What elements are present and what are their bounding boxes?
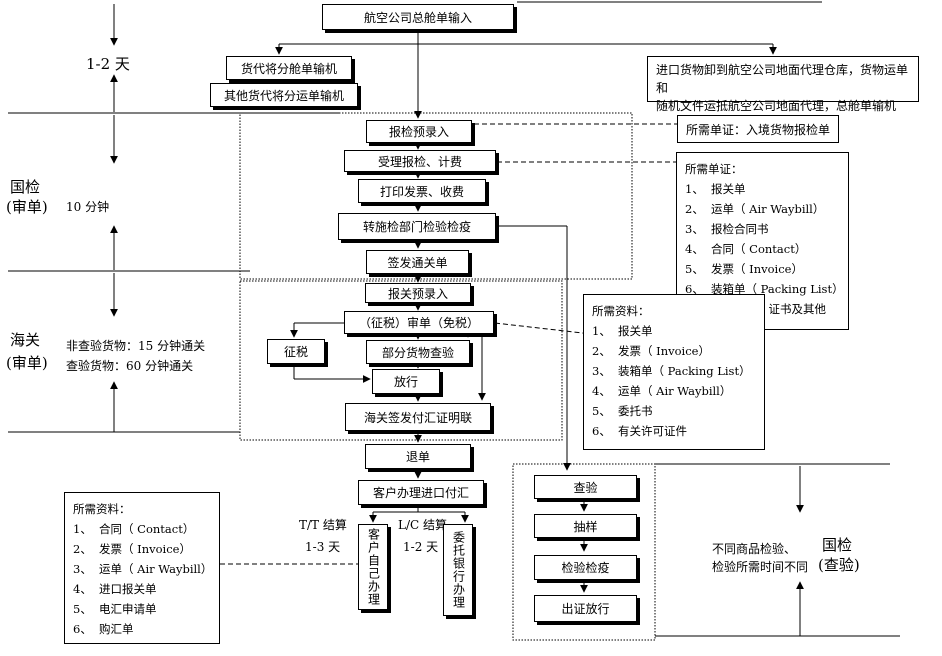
unload-line-2: 随机文件运抵航空公司地面代理，总舱单输机	[656, 99, 897, 113]
side-quarantine-1: 国检	[822, 536, 853, 554]
label-lc: L/C 结算	[398, 518, 448, 532]
step-certify-release: 出证放行	[534, 595, 637, 622]
side-inspection-2: (审单)	[6, 198, 48, 216]
list-item: 3、运单（ Air Waybill）	[73, 562, 213, 576]
list-item: 4、合同（ Contact）	[685, 242, 807, 256]
node-forwarder-1: 货代将分舱单输机	[226, 56, 352, 80]
customs-doc-list: 所需资料： 1、报关单 2、发票（ Invoice） 3、装箱单（ Packin…	[583, 294, 765, 450]
step-quarantine-test: 检验检疫	[534, 555, 637, 580]
list-item: 5、委托书	[592, 404, 653, 418]
unload-line-1: 进口货物卸到航空公司地面代理仓库，货物运单和	[656, 63, 909, 95]
step-pre-entry: 报检预录入	[366, 120, 472, 143]
time-customs-1: 非查验货物：15 分钟通关	[66, 339, 206, 353]
side-quarantine-2: (查验)	[818, 556, 860, 574]
node-bank-handle: 委托银行办理	[443, 524, 473, 616]
quarantine-note-1: 不同商品检验、	[712, 542, 797, 556]
step-tax: 征税	[267, 339, 325, 364]
list-item: 1、合同（ Contact）	[73, 522, 195, 536]
step-check: 查验	[534, 475, 637, 499]
step-invoice: 打印发票、收费	[358, 179, 486, 203]
list-item: 3、装箱单（ Packing List）	[592, 364, 751, 378]
list-item: 4、进口报关单	[73, 582, 157, 596]
payment-docs-title: 所需资料：	[73, 502, 131, 516]
list-item: 5、电汇申请单	[73, 602, 157, 616]
quarantine-note-2: 检验所需时间不同	[712, 560, 809, 574]
label-tt-time: 1-3 天	[305, 540, 341, 554]
node-self-handle: 客户自己办理	[358, 524, 388, 610]
self-handle-text: 客户自己办理	[366, 528, 381, 606]
time-top: 1-2 天	[86, 55, 130, 73]
list-item: 5、发票（ Invoice）	[685, 262, 803, 276]
list-item: 1、报关单	[592, 324, 653, 338]
list-item: 2、发票（ Invoice）	[73, 542, 191, 556]
node-forwarder-2: 其他货代将分运单输机	[210, 83, 358, 107]
doc-required-inspection: 所需单证：入境货物报检单	[677, 115, 839, 143]
list-item: 2、发票（ Invoice）	[592, 344, 710, 358]
side-inspection-1: 国检	[10, 178, 41, 196]
step-customs-cert: 海关签发付汇证明联	[345, 403, 491, 431]
step-clearance: 签发通关单	[366, 250, 469, 274]
list-item: 1、报关单	[685, 182, 746, 196]
node-input: 航空公司总舱单输入	[322, 4, 514, 30]
list-item: 6、有关许可证件	[592, 424, 687, 438]
step-transfer: 转施检部门检验检疫	[338, 213, 496, 240]
list-item: 2、运单（ Air Waybill）	[685, 202, 825, 216]
bank-handle-text: 委托银行办理	[451, 531, 466, 609]
list-item: 3、报检合同书	[685, 222, 769, 236]
step-sampling: 抽样	[534, 514, 637, 538]
step-customer-payment: 客户办理进口付汇	[358, 480, 484, 505]
node-unload: 进口货物卸到航空公司地面代理仓库，货物运单和 随机文件运抵航空公司地面代理，总舱…	[647, 56, 919, 113]
list-item: 6、装箱单（ Packing List）	[685, 282, 844, 296]
label-tt: T/T 结算	[299, 518, 347, 532]
step-release: 放行	[372, 369, 440, 394]
list-item: 4、运单（ Air Waybill）	[592, 384, 732, 398]
side-customs-2: (审单)	[6, 354, 48, 372]
payment-doc-list: 所需资料： 1、合同（ Contact） 2、发票（ Invoice） 3、运单…	[64, 492, 220, 644]
inspection-docs-title: 所需单证：	[685, 162, 743, 176]
step-return: 退单	[365, 444, 471, 469]
list-item: 6、购汇单	[73, 622, 134, 636]
step-partial-inspection: 部分货物查验	[366, 340, 470, 364]
side-customs-1: 海关	[10, 331, 41, 349]
step-customs-entry: 报关预录入	[365, 283, 471, 303]
step-customs-review: （征税）审单（免税）	[344, 311, 494, 334]
label-lc-time: 1-2 天	[403, 540, 439, 554]
time-customs-2: 查验货物：60 分钟通关	[66, 359, 194, 373]
time-inspection: 10 分钟	[66, 200, 110, 214]
customs-docs-title: 所需资料：	[592, 304, 650, 318]
step-accept-fee: 受理报检、计费	[344, 150, 496, 172]
